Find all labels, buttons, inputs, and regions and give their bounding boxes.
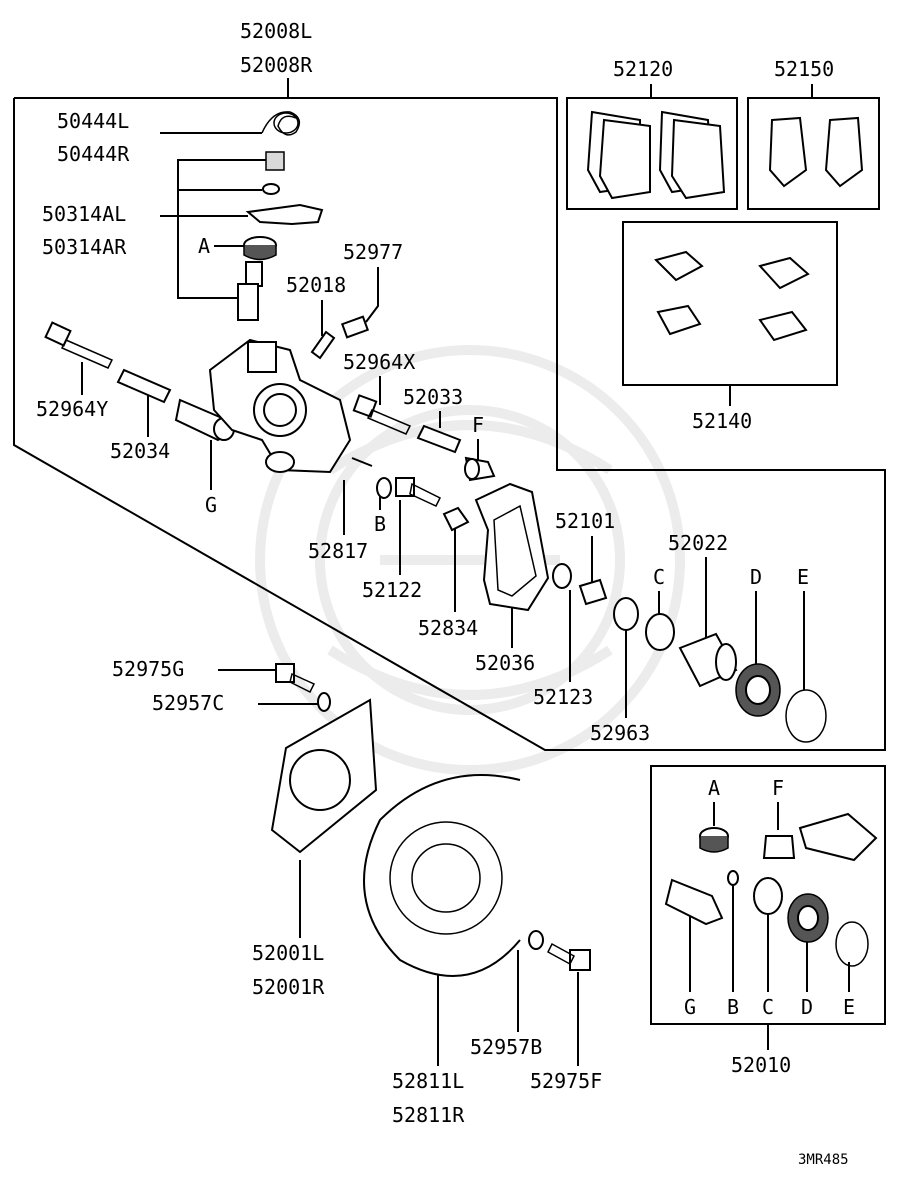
- label-52975g: 52975G: [112, 657, 184, 681]
- spring-part: [261, 111, 301, 136]
- label-52022: 52022: [668, 531, 728, 555]
- label-52036: 52036: [475, 651, 535, 675]
- kit-washer-b-part: [727, 870, 739, 886]
- piston-part: [678, 632, 738, 688]
- label-52963: 52963: [590, 721, 650, 745]
- label-52120: 52120: [613, 57, 673, 81]
- shims-part: [768, 116, 864, 188]
- grease-packet-part: [798, 812, 878, 862]
- bleeder-cap-part: [340, 315, 370, 339]
- label-52957b: 52957B: [470, 1035, 542, 1059]
- label-ref-g: G: [205, 493, 217, 517]
- label-kit-f: F: [772, 776, 784, 800]
- label-52964x: 52964X: [343, 350, 415, 374]
- adjuster-shaft-part: [237, 261, 263, 321]
- label-52977: 52977: [343, 240, 403, 264]
- label-ref-f: F: [472, 413, 484, 437]
- label-52975f: 52975F: [530, 1069, 602, 1093]
- lever-part: [245, 203, 324, 226]
- caliper-support-part: [474, 482, 550, 612]
- washer-52957c-part: [317, 692, 331, 712]
- clip-set-box: [622, 221, 838, 386]
- label-ref-c: C: [653, 565, 665, 589]
- label-kit-g: G: [684, 995, 696, 1019]
- kit-boot-a-part: [699, 827, 729, 853]
- label-52123: 52123: [533, 685, 593, 709]
- bolt-52122-part: [395, 477, 442, 507]
- label-52140: 52140: [692, 409, 752, 433]
- clip-52834-part: [442, 506, 470, 532]
- adapter-plate-part: [270, 698, 378, 854]
- label-ref-b: B: [374, 512, 386, 536]
- kit-ring-e-part: [835, 921, 869, 967]
- label-ref-d: D: [750, 565, 762, 589]
- ring-52963-part: [613, 597, 639, 631]
- bolt-52975g-part: [275, 663, 316, 694]
- label-ref-a: A: [198, 234, 210, 258]
- label-52001r: 52001R: [252, 975, 325, 999]
- ring-e-part: [785, 689, 827, 743]
- caliper-body-part: [208, 338, 352, 474]
- label-kit-e: E: [843, 995, 855, 1019]
- label-52957c: 52957C: [152, 691, 224, 715]
- boot-a-part: [243, 236, 277, 261]
- label-50314al: 50314AL: [42, 202, 126, 226]
- kit-boot-f-part: [762, 835, 796, 859]
- shim-set-box: [747, 97, 880, 210]
- guide-pin-right-part: [416, 424, 462, 454]
- washer-52957b-part: [528, 930, 544, 950]
- guide-bolt-left-part: [44, 321, 114, 369]
- label-52122: 52122: [362, 578, 422, 602]
- brake-pads-part: [586, 110, 726, 200]
- washer-part: [262, 183, 280, 195]
- caliper-assembly-outline: [13, 97, 886, 751]
- kit-boot-g-part: [664, 878, 724, 926]
- label-ref-e: E: [797, 565, 809, 589]
- boot-g-part: [174, 398, 235, 442]
- label-52817: 52817: [308, 539, 368, 563]
- label-50444r: 50444R: [57, 142, 130, 166]
- bleeder-screw-part: [310, 330, 336, 360]
- diagram-id: 3MR485: [798, 1152, 849, 1168]
- label-50314ar: 50314AR: [42, 235, 127, 259]
- label-52018: 52018: [286, 273, 346, 297]
- nut-part: [265, 151, 285, 171]
- label-kit-c: C: [762, 995, 774, 1019]
- boot-d-part: [735, 663, 781, 717]
- label-52010: 52010: [731, 1053, 791, 1077]
- label-kit-b: B: [727, 995, 739, 1019]
- dust-shield-part: [363, 774, 521, 977]
- label-52008r: 52008R: [240, 53, 313, 77]
- washer-b-part: [376, 477, 392, 499]
- bolt-52975f-part: [547, 942, 591, 971]
- label-52001l: 52001L: [252, 941, 324, 965]
- label-50444l: 50444L: [57, 109, 129, 133]
- label-52101: 52101: [555, 509, 615, 533]
- label-52033: 52033: [403, 385, 463, 409]
- label-52811r: 52811R: [392, 1103, 465, 1127]
- label-52150: 52150: [774, 57, 834, 81]
- pad-clips-part: [654, 250, 810, 342]
- guide-bolt-right-part: [352, 394, 412, 435]
- pin-part: [351, 457, 373, 467]
- kit-seal-c-part: [753, 877, 783, 915]
- spring-52123-part: [552, 563, 572, 589]
- boot-f-part: [464, 456, 496, 482]
- label-kit-d: D: [801, 995, 813, 1019]
- label-kit-a: A: [708, 776, 720, 800]
- seal-c-part: [645, 613, 675, 651]
- clip-52101-part: [578, 578, 608, 606]
- label-52034: 52034: [110, 439, 170, 463]
- label-52811l: 52811L: [392, 1069, 464, 1093]
- kit-boot-d-part: [787, 893, 829, 943]
- guide-pin-left-part: [116, 368, 172, 404]
- label-52834: 52834: [418, 616, 478, 640]
- label-52008l: 52008L: [240, 19, 312, 43]
- label-52964y: 52964Y: [36, 397, 108, 421]
